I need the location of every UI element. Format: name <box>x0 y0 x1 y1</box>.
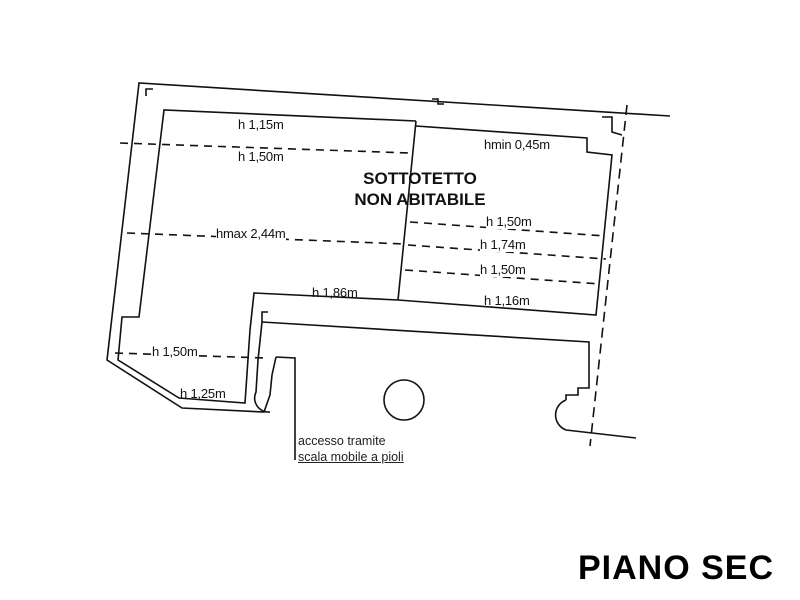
room-name-line1: SOTTOTETTO <box>363 169 477 188</box>
room-label: SOTTOTETTO NON ABITABILE <box>320 168 520 210</box>
right-step <box>602 116 623 136</box>
wall-mark <box>432 98 444 105</box>
access-note-line2: scala mobile a pioli <box>298 450 404 464</box>
height-label: h 1,50m <box>238 149 284 164</box>
corridor-wall <box>261 311 268 322</box>
height-label: h 1,15m <box>238 117 284 132</box>
floor-title: PIANO SEC <box>578 549 775 587</box>
access-line <box>275 356 296 460</box>
corner-mark <box>145 88 153 96</box>
height-label: h 1,74m <box>480 237 526 252</box>
partition-wall <box>397 120 417 301</box>
dashed-hmax <box>126 232 406 245</box>
height-label: hmax 2,44m <box>216 226 286 241</box>
corridor-lower-wall <box>261 321 590 400</box>
inner-wall-right <box>397 125 613 316</box>
height-label: h 1,50m <box>480 262 526 277</box>
inner-wall-left <box>117 109 417 404</box>
column-circle <box>383 379 425 421</box>
corridor-bump <box>554 399 637 439</box>
height-label: h 1,86m <box>312 285 358 300</box>
dashed-h174 <box>407 244 607 260</box>
room-name-line2: NON ABITABILE <box>354 190 486 209</box>
dashed-h150-top <box>119 142 411 154</box>
height-label: hmin 0,45m <box>484 137 550 152</box>
height-label: h 1,50m <box>152 344 198 359</box>
stair-curve <box>253 321 271 413</box>
dashed-h150-r1 <box>409 221 606 237</box>
access-note: accesso tramite scala mobile a pioli <box>298 433 404 465</box>
outer-wall <box>106 82 671 413</box>
height-label: h 1,50m <box>486 214 532 229</box>
height-label: h 1,25m <box>180 386 226 401</box>
dashed-h150-r2 <box>404 269 601 285</box>
access-note-line1: accesso tramite <box>298 434 386 448</box>
height-label: h 1,16m <box>484 293 530 308</box>
dashed-boundary <box>589 104 628 447</box>
